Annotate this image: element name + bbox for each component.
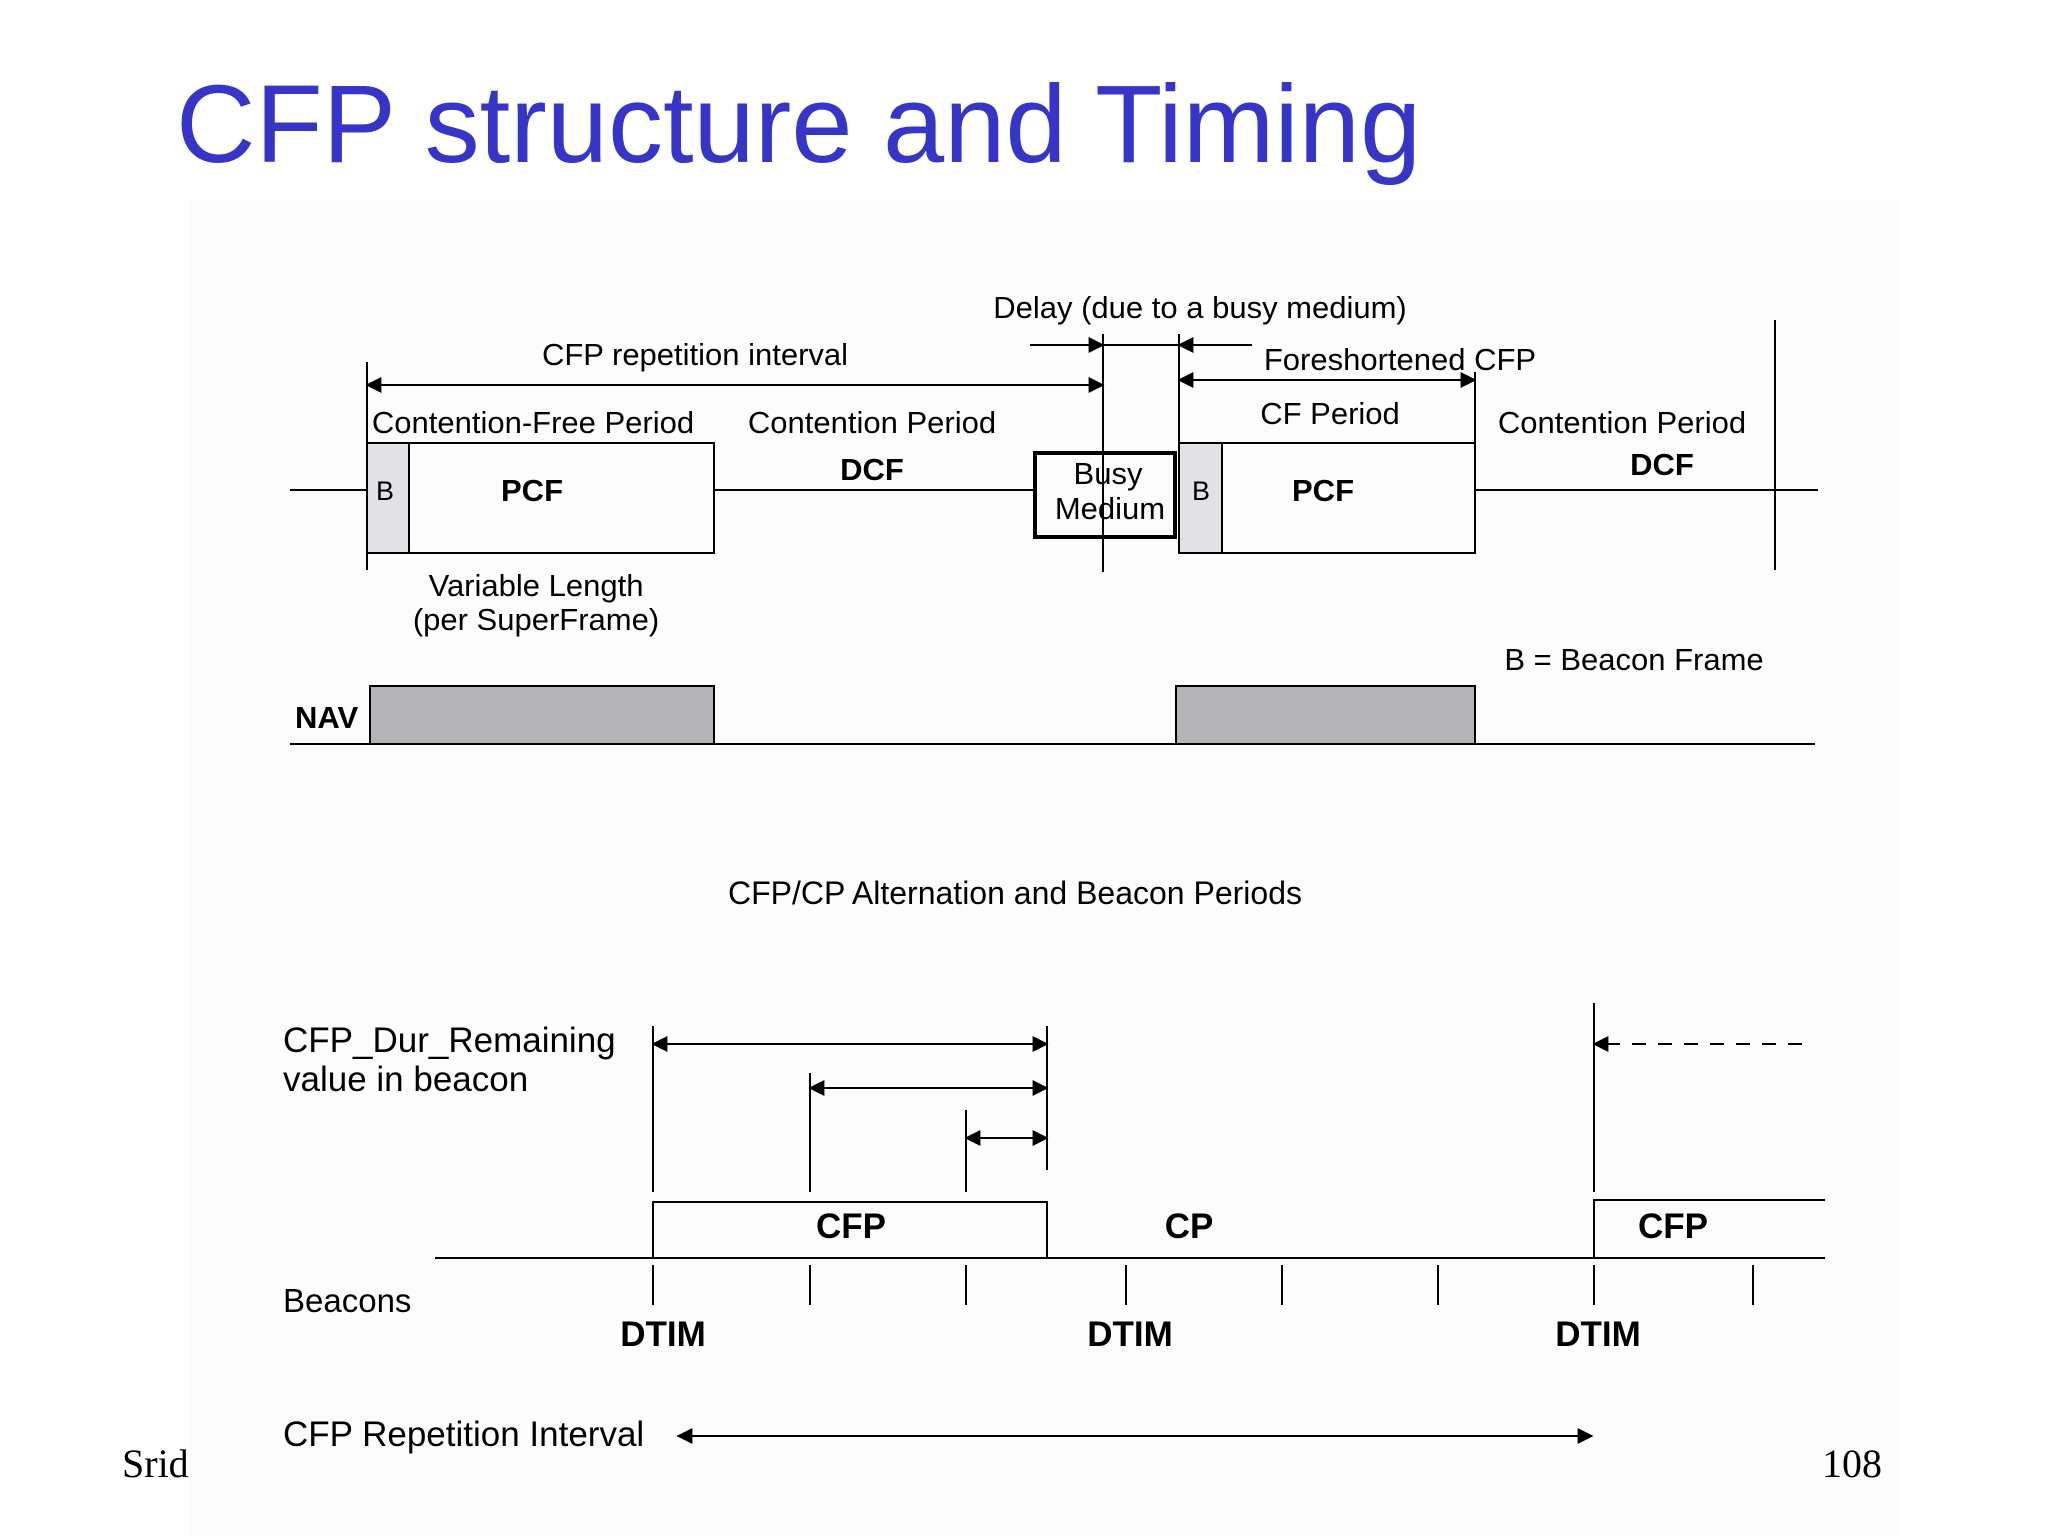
cfp-label-2: CFP [1638, 1207, 1708, 1246]
busy-label-line1: Busy [1074, 456, 1143, 491]
top-diagram [290, 320, 1818, 745]
nav-bar-2 [1175, 685, 1476, 745]
pcf-label-2: PCF [1292, 473, 1354, 508]
figure-panel [190, 200, 1900, 1536]
cfp-repetition-interval-label-bottom: CFP Repetition Interval [283, 1415, 644, 1454]
diagram-caption: CFP/CP Alternation and Beacon Periods [728, 875, 1302, 911]
bottom-diagram-labels: CFP_Dur_Remaining value in beacon CFP CP… [283, 1021, 1708, 1454]
cfp-repetition-interval-label: CFP repetition interval [542, 337, 848, 372]
dtim-label-1: DTIM [620, 1315, 706, 1354]
page-number: 108 [1822, 1441, 1882, 1486]
dtim-label-3: DTIM [1555, 1315, 1641, 1354]
dcf-label-1: DCF [840, 452, 904, 487]
busy-medium-box [1033, 451, 1177, 539]
dtim-label-2: DTIM [1087, 1315, 1173, 1354]
contention-period-label-2: Contention Period [1498, 405, 1746, 440]
cp-label: CP [1165, 1207, 1214, 1246]
contention-period-label-1: Contention Period [748, 405, 996, 440]
delay-label: Delay (due to a busy medium) [993, 290, 1407, 325]
nav-label: NAV [295, 700, 358, 735]
pcf-box-1 [408, 442, 715, 554]
bottom-diagram [435, 1003, 1825, 1444]
contention-free-period-label: Contention-Free Period [372, 405, 694, 440]
beacon-legend: B = Beacon Frame [1504, 642, 1763, 677]
cfp-pulse-2 [1593, 1199, 1825, 1258]
pcf-box-2 [1221, 442, 1476, 554]
cf-period-label: CF Period [1260, 396, 1400, 431]
nav-bar-1 [369, 685, 715, 745]
slide-title: CFP structure and Timing [176, 63, 1422, 186]
foreshortened-cfp-label: Foreshortened CFP [1264, 342, 1536, 377]
cfp-dur-remaining-line1: CFP_Dur_Remaining [283, 1021, 616, 1060]
variable-length-line1: Variable Length [429, 568, 644, 603]
cfp-dur-remaining-line2: value in beacon [283, 1060, 528, 1099]
beacon-label-2: B [1192, 476, 1210, 506]
pcf-label-1: PCF [501, 473, 563, 508]
cfp-pulse-1 [652, 1201, 1048, 1258]
beacon-label-1: B [376, 476, 394, 506]
footer-author: Srid [122, 1441, 189, 1486]
cfp-label-1: CFP [816, 1207, 886, 1246]
variable-length-line2: (per SuperFrame) [413, 602, 659, 637]
busy-label-line2: Medium [1055, 491, 1165, 526]
dcf-label-2: DCF [1630, 447, 1694, 482]
top-diagram-labels: Delay (due to a busy medium) CFP repetit… [295, 290, 1764, 735]
beacons-label: Beacons [283, 1282, 411, 1319]
